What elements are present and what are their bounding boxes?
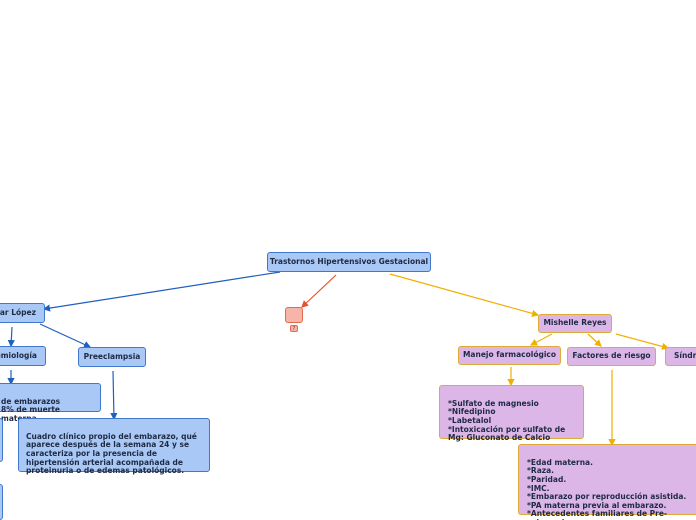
- preeclampsia-text-node[interactable]: Cuadro clínico propio del embarazo, qué …: [18, 418, 210, 475]
- sindrome-label: Síndro: [674, 351, 696, 361]
- link-root-right: [389, 273, 540, 317]
- root-topic-node[interactable]: Trastornos Hipertensivos Gestacional: [267, 252, 431, 272]
- factores-label: Factores de riesgo: [572, 351, 651, 361]
- factores-text: *Edad materna. *Raza. *Paridad. *IMC. *E…: [527, 457, 687, 520]
- link-right-manejo: [529, 333, 553, 346]
- preeclampsia-node[interactable]: Preeclampsia: [78, 347, 146, 367]
- badge-label: ?: [292, 325, 296, 332]
- link-pre-text: [110, 370, 118, 421]
- manejo-text-node[interactable]: *Sulfato de magnesio *Nifedipino *Labeta…: [439, 385, 584, 442]
- link-root-empty: [301, 274, 337, 308]
- sindrome-node[interactable]: Síndro: [665, 347, 696, 366]
- root-topic-label: Trastornos Hipertensivos Gestacional: [269, 256, 429, 266]
- link-right-factores: [587, 333, 602, 347]
- manejo-label: Manejo farmacológico: [462, 350, 557, 360]
- manejo-node[interactable]: Manejo farmacológico: [458, 346, 561, 365]
- link-right-sindrome: [615, 333, 670, 350]
- link-root-left: [42, 271, 281, 312]
- epidemiologia-node[interactable]: emiología: [0, 346, 46, 366]
- partial-left-node-1[interactable]: [0, 418, 3, 462]
- manejo-text: *Sulfato de magnesio *Nifedipino *Labeta…: [448, 398, 566, 443]
- empty-topic-node[interactable]: [285, 307, 303, 323]
- right-author-label: Mishelle Reyes: [543, 318, 607, 328]
- right-author-node[interactable]: Mishelle Reyes: [538, 314, 612, 333]
- preeclampsia-label: Preeclampsia: [83, 351, 141, 361]
- preeclampsia-text: Cuadro clínico propio del embarazo, qué …: [26, 431, 197, 476]
- epidemiologia-text-node[interactable]: de embarazos 8% de muerte materna: [0, 383, 101, 423]
- left-author-label: car López: [0, 307, 36, 317]
- empty-topic-badge: ?: [290, 325, 298, 332]
- epidemiologia-label: emiología: [0, 350, 37, 360]
- link-left-epi: [7, 326, 15, 348]
- partial-left-node-2[interactable]: [0, 484, 3, 520]
- factores-node[interactable]: Factores de riesgo: [567, 347, 656, 366]
- link-left-pre: [39, 323, 92, 348]
- factores-text-node[interactable]: *Edad materna. *Raza. *Paridad. *IMC. *E…: [518, 444, 696, 520]
- left-author-node[interactable]: car López: [0, 303, 45, 323]
